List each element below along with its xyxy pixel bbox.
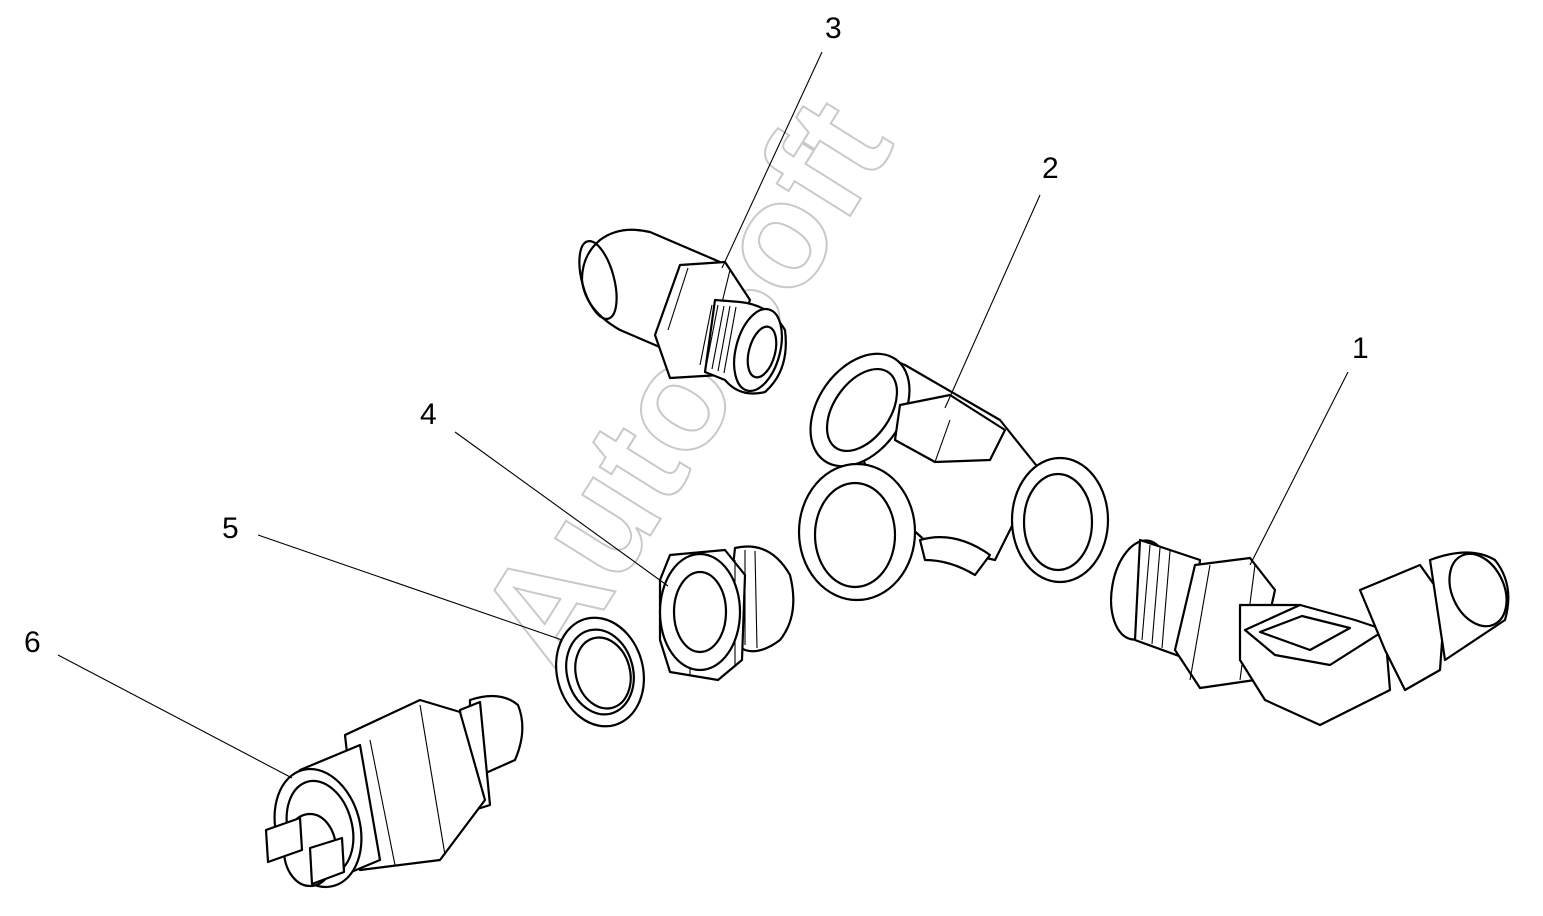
leader-line-5: [257, 534, 563, 641]
callout-1: 1: [1352, 332, 1369, 365]
callout-4: 4: [420, 398, 437, 431]
leader-line-3: [721, 51, 823, 269]
leader-line-6: [57, 654, 293, 779]
callout-2: 2: [1042, 152, 1059, 185]
leader-line-1: [1249, 371, 1349, 566]
part-4-hex-plug: [658, 545, 795, 682]
leader-line-4: [454, 431, 669, 587]
callout-5: 5: [222, 512, 239, 545]
part-6-sensor-union: [264, 694, 524, 889]
part-3-threaded-nipple: [578, 228, 787, 395]
callout-6: 6: [24, 626, 41, 659]
callout-3: 3: [825, 12, 842, 45]
part-5-sealing-washer: [554, 616, 646, 728]
part-1-elbow-fitting: [1109, 538, 1510, 727]
part-2-tee-fitting: [797, 352, 1110, 602]
leader-line-2: [944, 194, 1041, 409]
callout-labels: 1 2 3 4 5 6: [24, 12, 1369, 659]
leader-lines: [57, 51, 1349, 779]
